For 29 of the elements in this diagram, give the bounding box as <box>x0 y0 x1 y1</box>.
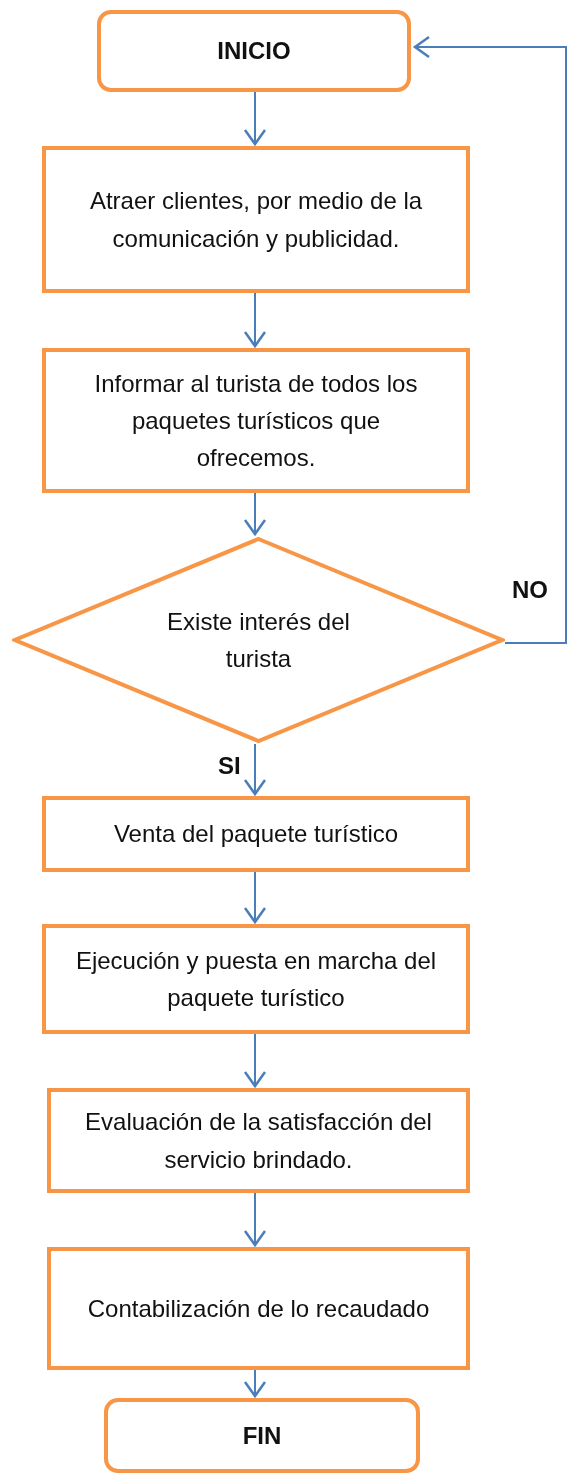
arrow <box>413 35 567 644</box>
node-text: Contabilización de lo recaudado <box>87 1293 430 1324</box>
arrow <box>243 1369 267 1398</box>
node-text: Informar al turista de todos los paquetes turísticos que ofrecemos. <box>93 368 419 474</box>
process-box <box>42 348 470 493</box>
process-box <box>42 146 470 293</box>
edge-label: SI <box>218 752 241 780</box>
arrow <box>243 1033 267 1088</box>
node-text: Evaluación de la satisfacción del servicio brindado. <box>84 1107 433 1175</box>
process-box <box>47 1247 470 1370</box>
node-text: FIN <box>242 1420 282 1451</box>
process-box <box>42 924 470 1034</box>
terminal-box <box>97 10 411 92</box>
node-text: Venta del paquete turístico <box>113 819 399 850</box>
arrow <box>243 292 267 348</box>
arrow <box>243 1192 267 1247</box>
node-text: Atraer clientes, por medio de la comunicación y publicidad. <box>88 186 424 254</box>
decision-diamond <box>12 536 505 744</box>
arrow <box>243 743 267 796</box>
process-box <box>47 1088 470 1193</box>
terminal-box <box>104 1398 420 1473</box>
node-text: INICIO <box>217 36 291 67</box>
edge-label: NO <box>512 576 548 604</box>
arrow <box>243 91 267 146</box>
process-box <box>42 796 470 872</box>
arrow <box>243 871 267 924</box>
arrow <box>243 492 267 536</box>
node-text: Ejecución y puesta en marcha del paquete turístico <box>74 945 438 1013</box>
node-text: Existe interés del turista <box>166 606 351 674</box>
